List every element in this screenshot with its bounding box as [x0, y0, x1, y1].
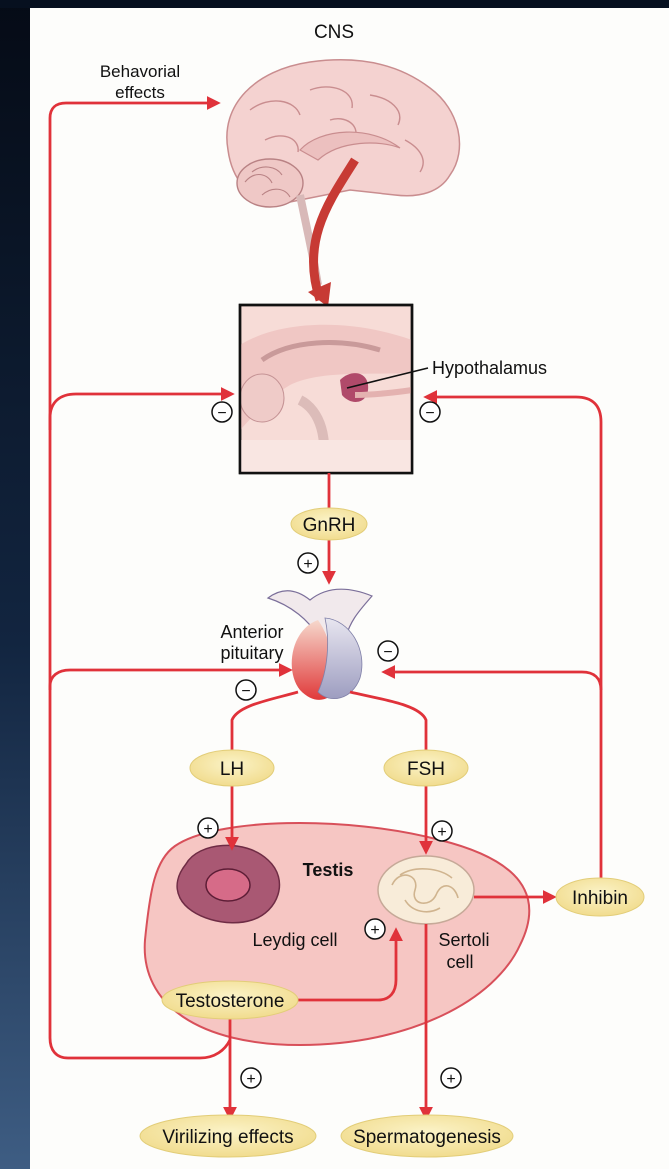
inhibin-label: Inhibin [572, 888, 628, 909]
testosterone-label: Testosterone [176, 991, 285, 1012]
fsh-label: FSH [407, 759, 445, 780]
hypothalamus-box [240, 305, 412, 473]
behavioral-label-line1: Behavorial [100, 62, 180, 81]
plus-sign: + [246, 1071, 255, 1088]
minus-sign: − [425, 405, 434, 422]
sertoli-label-line2: cell [446, 952, 473, 972]
leydig-label: Leydig cell [252, 930, 337, 950]
testis-label: Testis [303, 860, 354, 880]
lh-label: LH [220, 759, 244, 780]
gnrh-label: GnRH [303, 515, 356, 536]
lh-pill: LH [190, 750, 274, 786]
sertoli-cell [378, 856, 474, 924]
plus-sign: + [203, 821, 212, 838]
plus-sign: + [446, 1071, 455, 1088]
anterior-label-line2: pituitary [220, 643, 283, 663]
minus-sign: − [217, 405, 226, 422]
virilizing-label: Virilizing effects [162, 1127, 293, 1148]
top-edge [0, 0, 669, 8]
virilizing-pill: Virilizing effects [140, 1115, 316, 1157]
spermatogenesis-pill: Spermatogenesis [341, 1115, 513, 1157]
sertoli-label-line1: Sertoli [438, 930, 489, 950]
hypothalamus-label: Hypothalamus [432, 358, 547, 378]
cns-label: CNS [314, 22, 354, 43]
cerebellum [237, 159, 303, 207]
minus-sign: − [383, 644, 392, 661]
plus-sign: + [303, 556, 312, 573]
testosterone-pill: Testosterone [162, 981, 298, 1019]
minus-sign: − [241, 683, 250, 700]
spermatogenesis-label: Spermatogenesis [353, 1127, 501, 1148]
gnrh-pill: GnRH [291, 508, 367, 540]
plus-sign: + [370, 922, 379, 939]
fsh-pill: FSH [384, 750, 468, 786]
behavioral-label-line2: effects [115, 83, 165, 102]
plus-sign: + [437, 824, 446, 841]
inhibin-pill: Inhibin [556, 878, 644, 916]
anterior-label-line1: Anterior [220, 622, 283, 642]
